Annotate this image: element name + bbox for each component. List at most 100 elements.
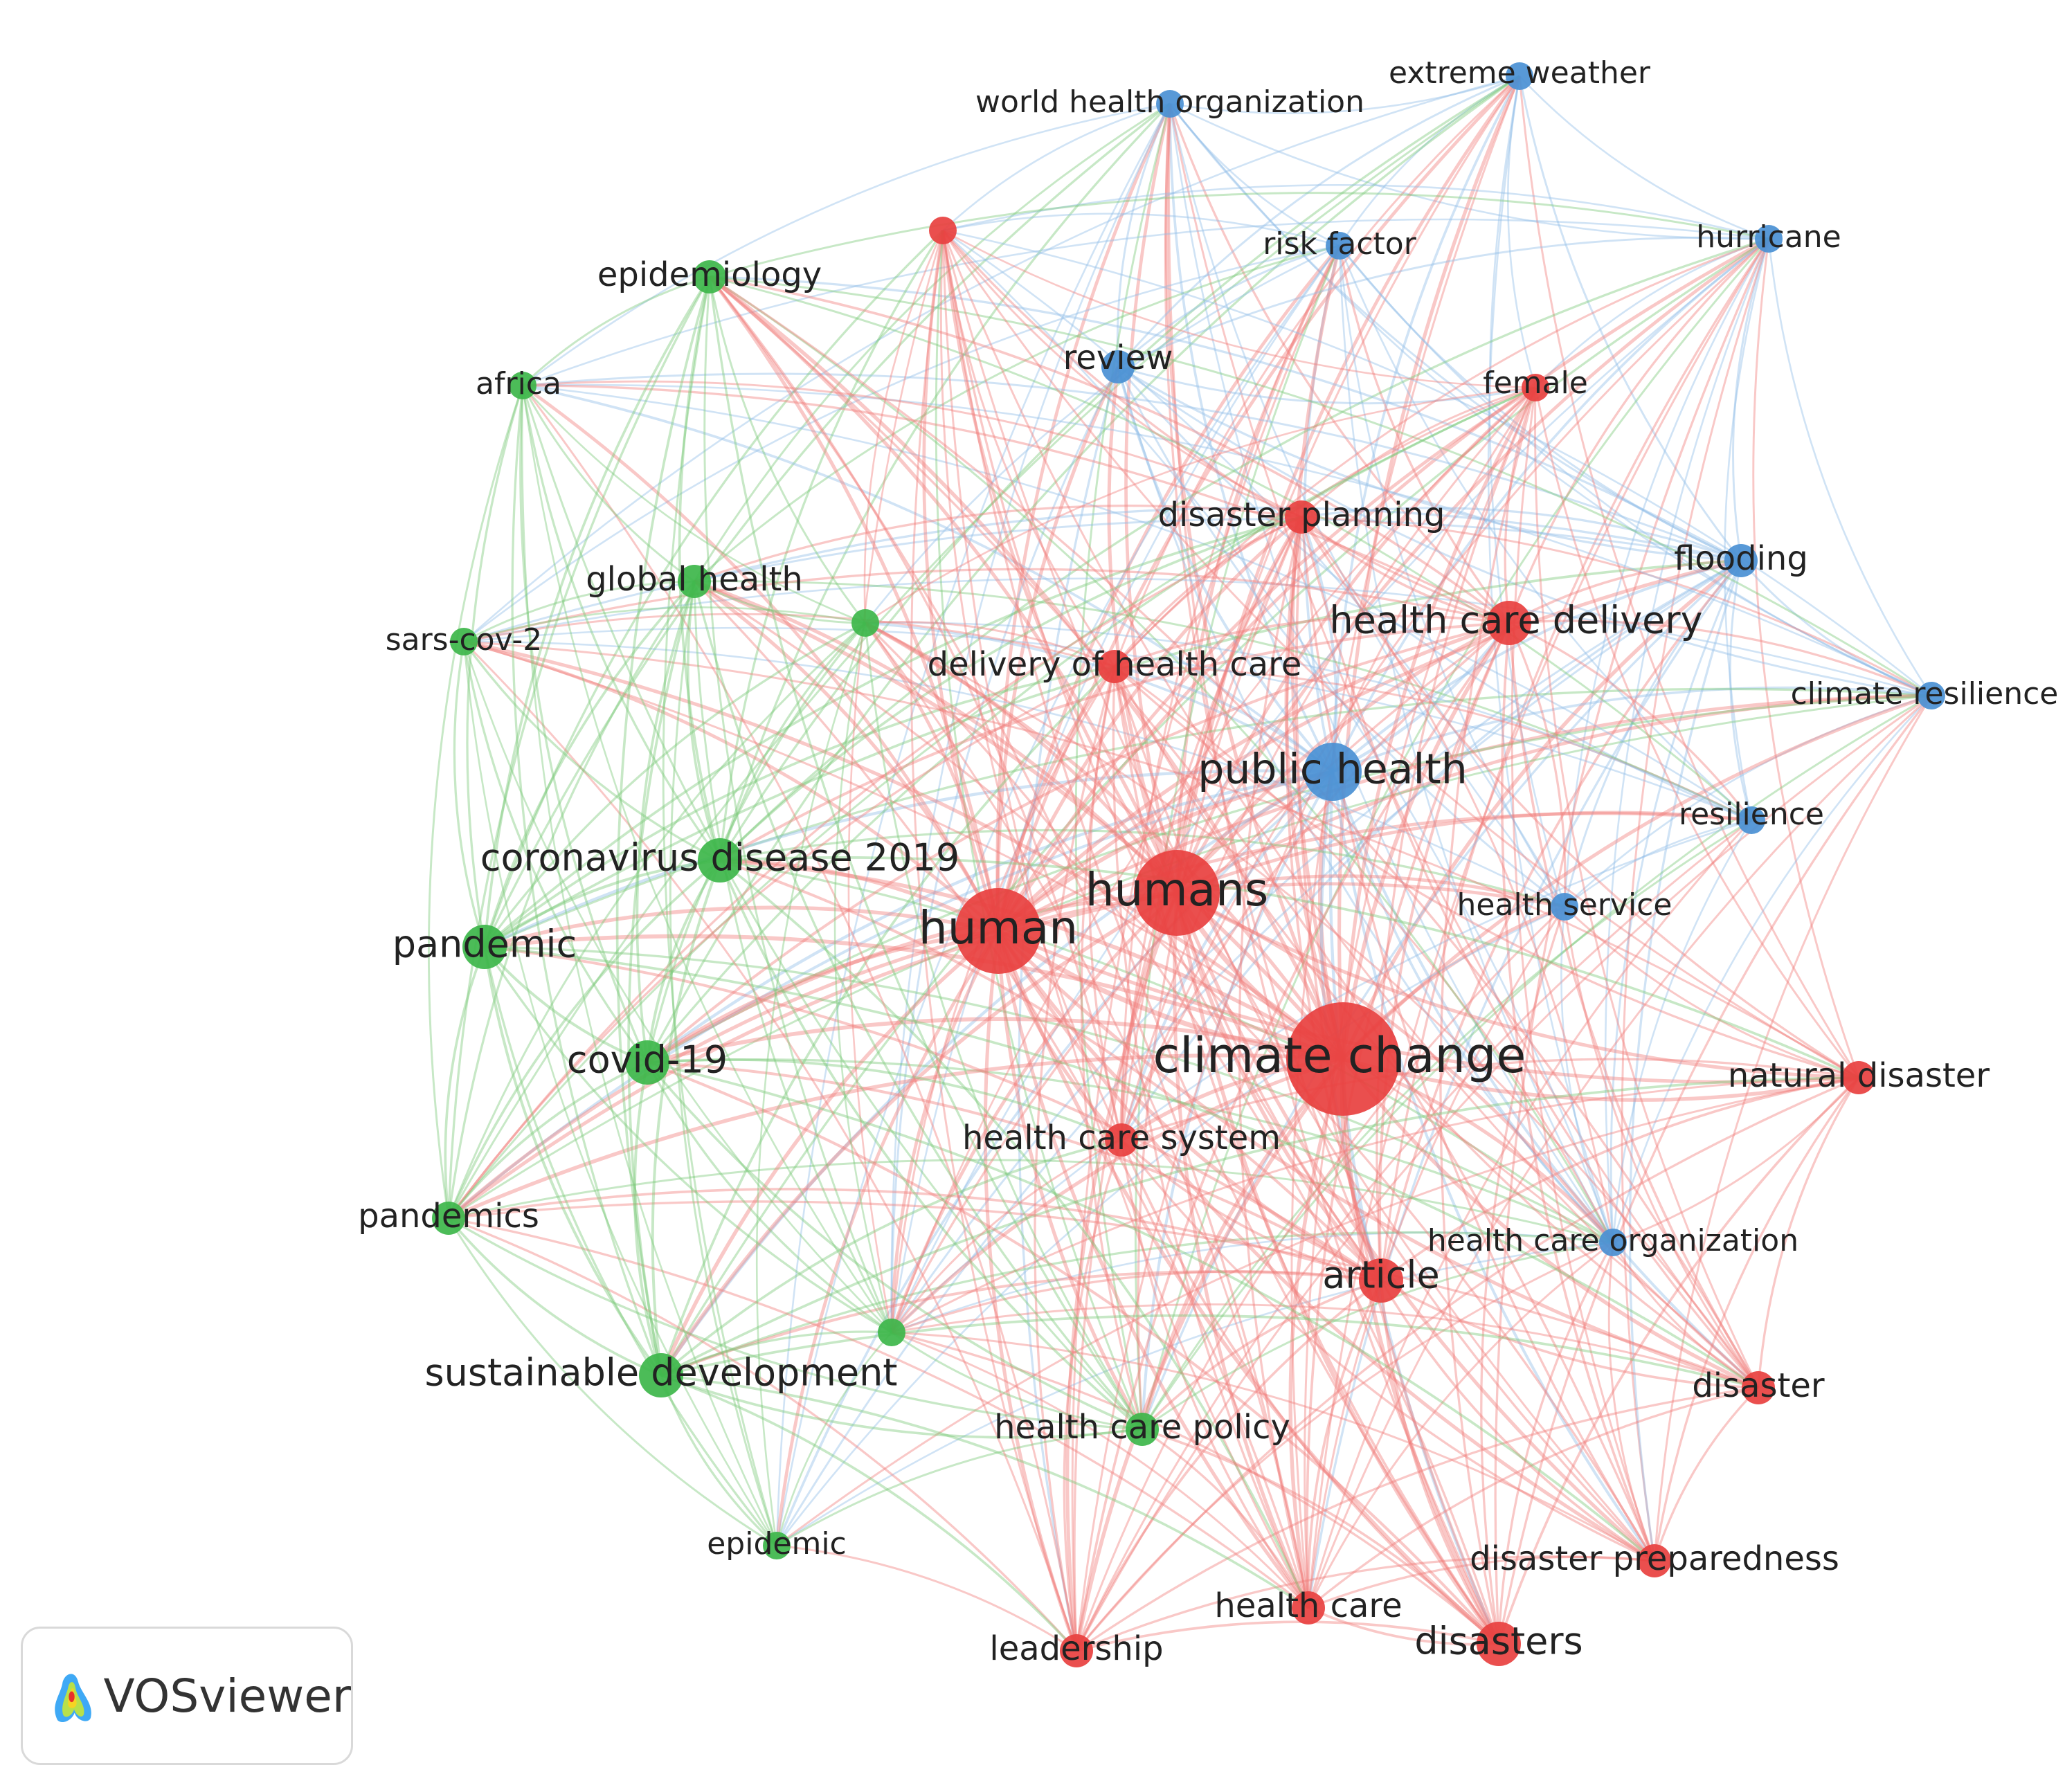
edge-hurricane-delivery-of-health-care [1113, 237, 1769, 668]
node-epidemic[interactable] [763, 1532, 791, 1559]
label-review: review [1063, 338, 1173, 377]
edge-global-health-unlabeled-green-lower [693, 581, 893, 1333]
label-pandemics: pandemics [358, 1197, 539, 1236]
node-health-care-delivery[interactable] [1487, 601, 1531, 645]
node-epidemiology[interactable] [693, 260, 726, 293]
edge-disasters-leadership [1076, 1620, 1499, 1652]
edge-health-care-organization-unlabeled-green-lower [891, 1231, 1614, 1334]
edge-world-health-organization-review [1116, 103, 1171, 368]
label-health-care-policy: health care policy [994, 1408, 1290, 1447]
edge-health-care-system-sustainable-development [660, 1139, 1122, 1377]
node-human[interactable] [955, 888, 1041, 974]
node-delivery-of-health-care[interactable] [1098, 650, 1131, 683]
edge-disaster-sustainable-development [660, 1314, 1759, 1389]
node-coronavirus-disease-2019[interactable] [698, 838, 742, 883]
edge-article-health-care-policy [1141, 1279, 1382, 1431]
edge-natural-disaster-disasters [1497, 1076, 1860, 1645]
edge-hurricane-review [1117, 236, 1769, 368]
edge-female-disaster [1534, 387, 1760, 1388]
edge-unlabeled-green-upper-pandemics [447, 622, 866, 1219]
node-climate-resilience[interactable] [1918, 682, 1945, 709]
edge-delivery-of-health-care-disaster-preparedness [1113, 666, 1656, 1562]
node-pandemics[interactable] [432, 1202, 465, 1235]
node-article[interactable] [1359, 1258, 1403, 1303]
node-flooding[interactable] [1724, 544, 1758, 577]
edge-health-care-health-care-policy [1142, 1428, 1310, 1609]
edge-natural-disaster-leadership [1075, 1076, 1859, 1652]
edge-disasters-unlabeled-green-lower [891, 1331, 1500, 1645]
edge-unlabeled-red-top-natural-disaster [941, 230, 1859, 1079]
node-sustainable-development[interactable] [639, 1353, 683, 1397]
node-health-care-policy[interactable] [1126, 1413, 1159, 1446]
edge-review-human [995, 365, 1120, 932]
node-health-service[interactable] [1551, 893, 1578, 921]
edge-public-health-health-care-policy [1141, 771, 1334, 1430]
edge-health-care-unlabeled-green-lower [891, 1331, 1310, 1609]
edge-health-service-health-care-delivery [1508, 622, 1567, 907]
edge-climate-resilience-public-health [1332, 686, 1932, 773]
edge-natural-disaster-article [1380, 1076, 1859, 1282]
edge-unlabeled-red-top-female [942, 229, 1536, 389]
edge-risk-factor-epidemic [775, 245, 1341, 1546]
node-humans[interactable] [1134, 850, 1220, 936]
node-public-health[interactable] [1304, 743, 1362, 801]
edge-flooding-article [1380, 559, 1742, 1281]
edge-disaster-planning-disaster-preparedness [1300, 516, 1656, 1562]
edge-female-humans [1175, 386, 1537, 894]
node-disaster-planning[interactable] [1285, 500, 1318, 534]
label-leadership: leadership [989, 1629, 1163, 1668]
edge-unlabeled-red-top-article [941, 230, 1382, 1281]
edge-africa-pandemics [427, 385, 524, 1219]
edge-female-unlabeled-green-lower [890, 387, 1536, 1333]
edge-pandemics-epidemic [447, 1218, 777, 1547]
edge-world-health-organization-health-service [1169, 103, 1566, 907]
node-female[interactable] [1522, 374, 1549, 401]
node-unlabeled-red-top[interactable] [929, 217, 957, 244]
node-review[interactable] [1101, 350, 1135, 383]
edge-hurricane-flooding [1732, 238, 1770, 561]
edge-natural-disaster-unlabeled-green-lower [891, 1076, 1859, 1334]
node-global-health[interactable] [678, 565, 711, 598]
node-hurricane[interactable] [1755, 225, 1783, 253]
edge-human-unlabeled-green-lower [890, 930, 1000, 1333]
edge-humans-leadership [1065, 892, 1179, 1651]
node-extreme-weather[interactable] [1506, 62, 1533, 90]
node-resilience[interactable] [1738, 806, 1765, 834]
network-edges [427, 75, 1933, 1652]
node-pandemic[interactable] [462, 925, 507, 969]
node-unlabeled-green-upper[interactable] [851, 609, 879, 637]
edge-climate-resilience-human [997, 694, 1932, 933]
node-disasters[interactable] [1477, 1622, 1521, 1666]
node-leadership[interactable] [1060, 1634, 1093, 1667]
edge-health-care-organization-disasters [1497, 1242, 1614, 1645]
node-health-care-system[interactable] [1105, 1123, 1138, 1157]
node-risk-factor[interactable] [1326, 232, 1353, 260]
edge-unlabeled-green-upper-sars-cov-2 [463, 606, 866, 643]
edge-risk-factor-health-care-delivery [1338, 245, 1511, 624]
edge-resilience-global-health [694, 580, 1752, 822]
node-world-health-organization[interactable] [1156, 90, 1184, 118]
edge-covid-19-health-care-policy [646, 1061, 1143, 1431]
edge-resilience-health-care-policy [1141, 819, 1752, 1430]
edge-female-human [996, 386, 1537, 932]
edge-disaster-planning-human [996, 516, 1303, 932]
edge-risk-factor-climate-change [1290, 245, 1345, 1060]
node-unlabeled-green-lower[interactable] [878, 1319, 905, 1346]
edge-climate-resilience-disaster-planning [1301, 516, 1932, 697]
node-natural-disaster[interactable] [1842, 1061, 1875, 1094]
node-africa[interactable] [509, 372, 536, 399]
node-health-care-organization[interactable] [1599, 1229, 1627, 1256]
label-article: article [1322, 1254, 1439, 1297]
node-disaster-preparedness[interactable] [1638, 1544, 1671, 1577]
edge-climate-resilience-disaster-preparedness [1653, 695, 1933, 1562]
node-health-care[interactable] [1292, 1591, 1325, 1624]
node-climate-change[interactable] [1286, 1002, 1400, 1116]
node-covid-19[interactable] [625, 1040, 669, 1085]
edge-hurricane-health-care-delivery [1508, 237, 1770, 624]
node-disaster[interactable] [1742, 1371, 1775, 1404]
edge-global-health-sustainable-development [627, 581, 696, 1376]
edge-human-sustainable-development [659, 929, 1000, 1377]
edge-unlabeled-green-lower-sustainable-development [660, 1330, 892, 1377]
edge-disaster-preparedness-epidemiology [708, 275, 1656, 1562]
node-sars-cov-2[interactable] [450, 628, 478, 655]
